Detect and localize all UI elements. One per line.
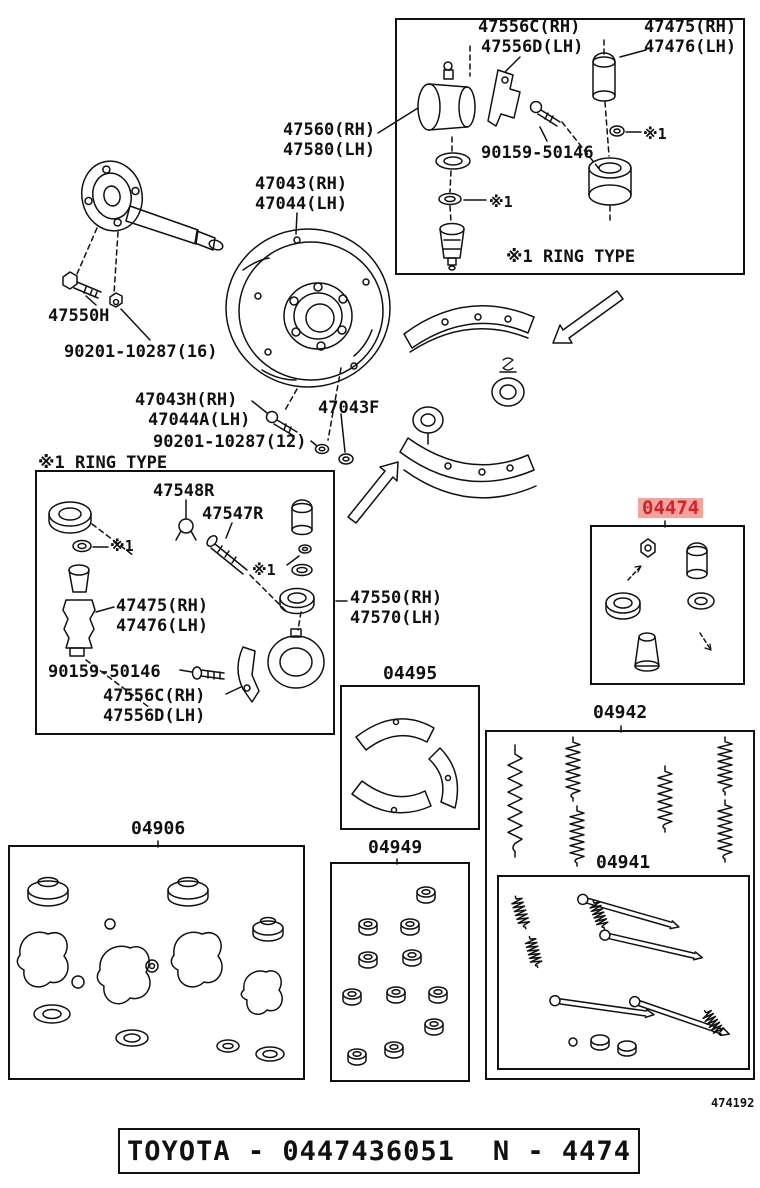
part-label-90159-top[interactable]: 90159-50146 [481, 143, 594, 163]
part-label-47550[interactable]: 47550(RH) [350, 588, 443, 608]
ring-type-note-top: ※1 RING TYPE [506, 247, 636, 267]
kit-box-04949 [330, 862, 470, 1082]
part-label-47556c-left[interactable]: 47556C(RH) [103, 686, 206, 706]
part-label-90201-12[interactable]: 90201-10287(12) [153, 432, 307, 452]
part-label-04495[interactable]: 04495 [383, 663, 438, 684]
part-label-47476-left[interactable]: 47476(LH) [116, 616, 209, 636]
ring-ref-mark-top-2: ※1 [489, 193, 513, 211]
part-label-47043h[interactable]: 47043H(RH) [135, 390, 238, 410]
part-label-04474-highlighted[interactable]: 04474 [638, 498, 704, 518]
part-label-47550h[interactable]: 47550H [48, 306, 110, 326]
ring-type-note-main: ※1 RING TYPE [38, 453, 168, 473]
kit-box-04495 [340, 685, 480, 830]
detail-box-wheel-cylinder [395, 18, 745, 275]
part-label-47475-left[interactable]: 47475(RH) [116, 596, 209, 616]
part-label-47580[interactable]: 47580(LH) [283, 140, 376, 160]
part-label-47560[interactable]: 47560(RH) [283, 120, 376, 140]
footer-fig-code: N - 4474 [492, 1135, 631, 1167]
part-label-47570[interactable]: 47570(LH) [350, 608, 443, 628]
part-label-47556c-top[interactable]: 47556C(RH) [478, 17, 581, 37]
ring-ref-mark-left-2: ※1 [252, 561, 276, 579]
ring-ref-mark-left-1: ※1 [110, 537, 134, 555]
footer-part-number: TOYOTA - 0447436051 [127, 1135, 455, 1167]
kit-box-04941 [497, 875, 750, 1070]
brake-shoe-assembly-drawing [399, 305, 537, 499]
figure-number: 474192 [711, 1096, 755, 1110]
part-label-04941[interactable]: 04941 [596, 852, 651, 873]
detail-box-ring-type-kit [35, 470, 335, 735]
kit-box-04474 [590, 525, 745, 685]
part-label-04906[interactable]: 04906 [131, 818, 186, 839]
kit-box-04906 [8, 845, 305, 1080]
part-label-47044[interactable]: 47044(LH) [255, 194, 348, 214]
part-label-04949[interactable]: 04949 [368, 837, 423, 858]
part-label-47476-top[interactable]: 47476(LH) [644, 37, 737, 57]
part-label-90159-left[interactable]: 90159-50146 [48, 662, 161, 682]
kit-box-04942 [485, 730, 755, 1080]
part-label-47548r[interactable]: 47548R [153, 481, 215, 501]
axle-shaft-drawing [76, 160, 224, 295]
direction-arrows [347, 290, 624, 524]
part-label-47043f[interactable]: 47043F [318, 398, 380, 418]
part-label-47475-top[interactable]: 47475(RH) [644, 17, 737, 37]
part-label-47547r[interactable]: 47547R [202, 504, 264, 524]
part-label-47556d-top[interactable]: 47556D(LH) [481, 37, 584, 57]
part-label-90201-16[interactable]: 90201-10287(16) [64, 342, 218, 362]
part-label-47043[interactable]: 47043(RH) [255, 174, 348, 194]
ring-ref-mark-top-1: ※1 [643, 125, 667, 143]
footer-part-bar: TOYOTA - 0447436051 N - 4474 [118, 1128, 640, 1174]
part-label-47044a[interactable]: 47044A(LH) [148, 410, 251, 430]
part-label-47556d-left[interactable]: 47556D(LH) [103, 706, 206, 726]
part-label-04942[interactable]: 04942 [593, 702, 648, 723]
